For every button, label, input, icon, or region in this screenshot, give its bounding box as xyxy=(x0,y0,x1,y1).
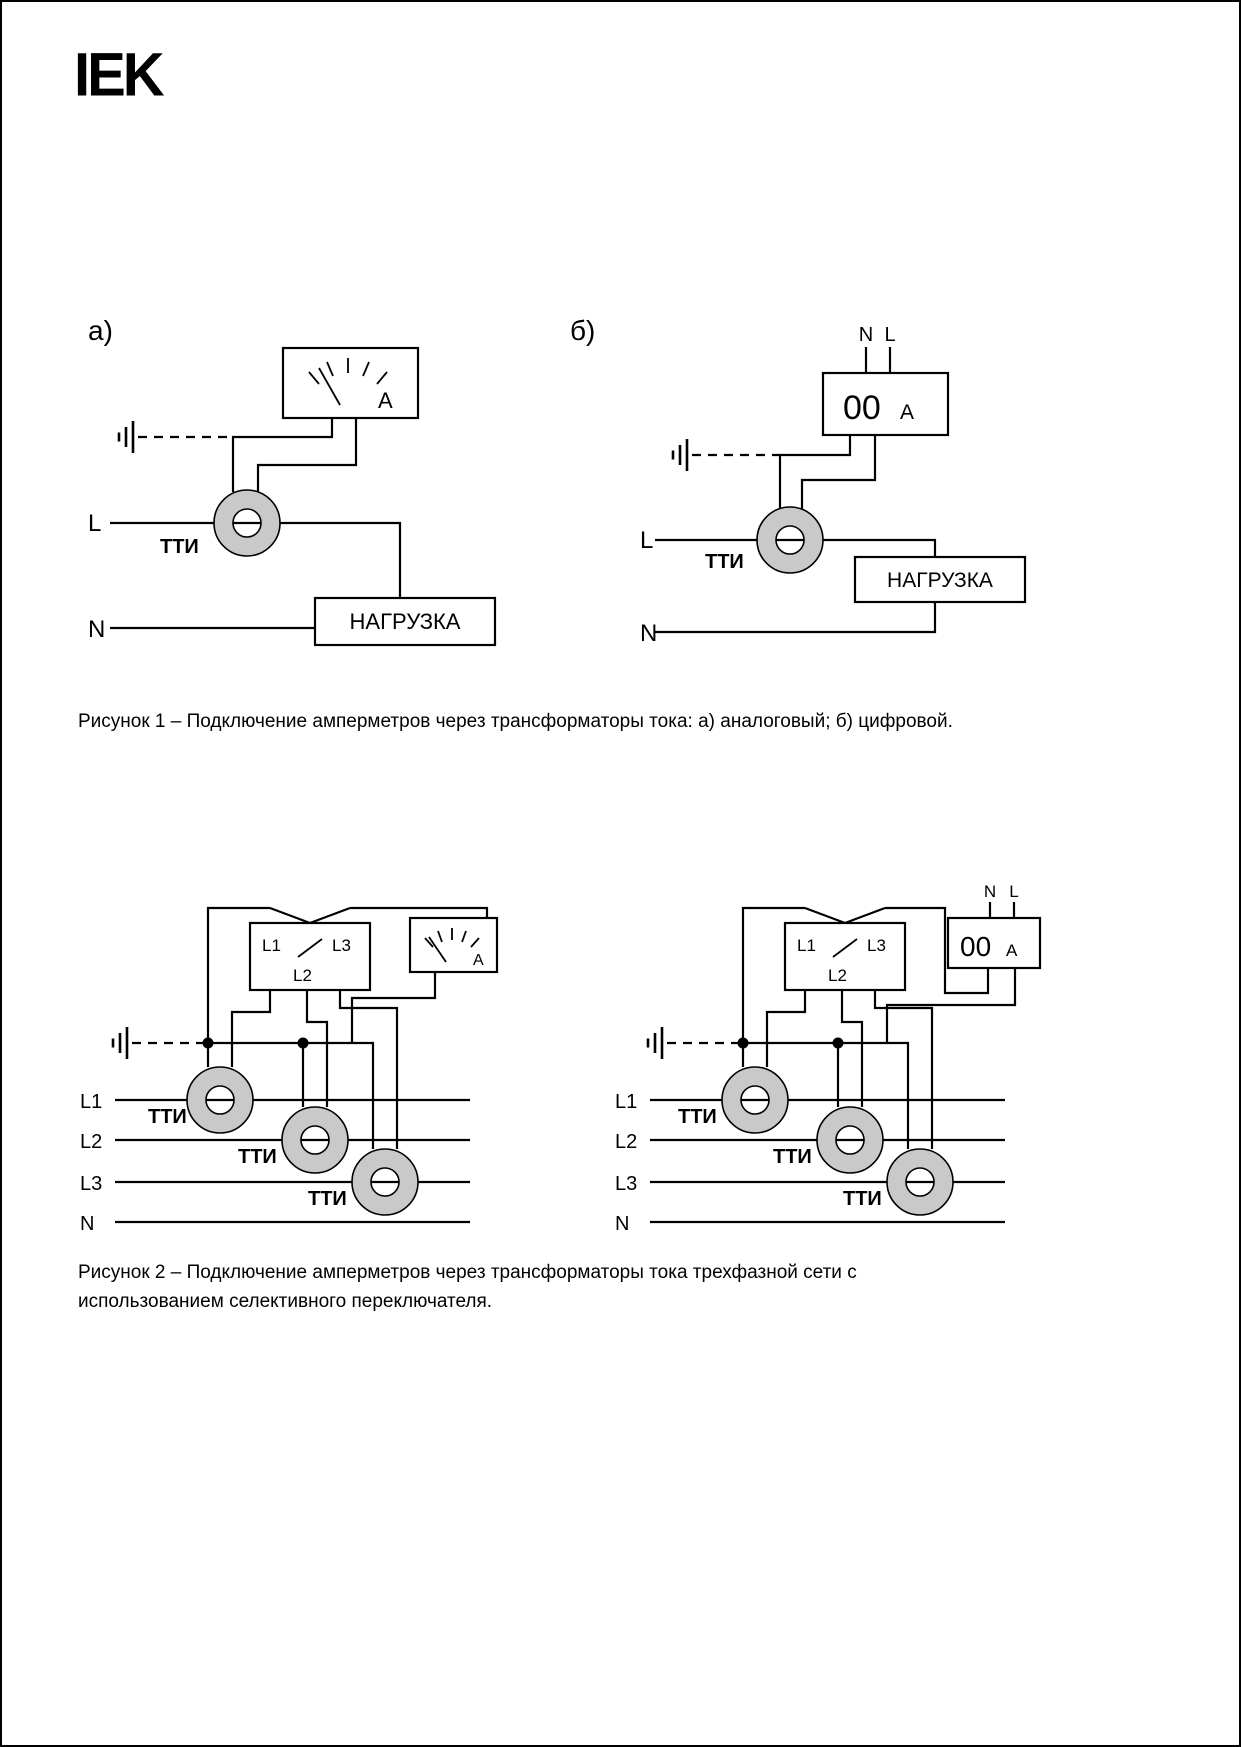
ct-label: ТТИ xyxy=(308,1188,347,1210)
digital-ammeter-box xyxy=(821,371,950,437)
supply-l-label: L xyxy=(884,324,895,346)
figure1-caption: Рисунок 1 – Подключение амперметров чере… xyxy=(78,711,953,732)
supply-n-label: N xyxy=(859,324,873,346)
figure1-label-b: б) xyxy=(570,315,595,346)
phase-l-label: L xyxy=(640,527,653,554)
digital-meter-unit: А xyxy=(900,401,914,424)
figure2-digital-diagram: L1 L3 L2 N L 00 А ТТИ ТТИ ТТИ L1 L2 L3 N xyxy=(615,882,1042,1235)
phase-l1-label: L1 xyxy=(80,1091,102,1113)
junction-dot xyxy=(737,1037,749,1049)
phase-l2-label: L2 xyxy=(80,1131,102,1153)
ground-icon xyxy=(671,437,689,473)
phase-l3-label: L3 xyxy=(80,1173,102,1195)
wire xyxy=(110,418,402,630)
junction-dot xyxy=(297,1037,309,1049)
load-label: НАГРУЗКА xyxy=(887,569,993,592)
figure1-analog-diagram: а) А ТТИ L N НАГРУЗКА xyxy=(88,315,497,647)
selector-switch-lever xyxy=(297,938,323,958)
digital-meter-unit: А xyxy=(1006,941,1018,960)
ammeter-scale-ticks xyxy=(424,928,480,948)
ammeter-needle xyxy=(318,367,341,406)
wire xyxy=(655,347,937,634)
ground-icon xyxy=(117,419,135,455)
figure2-analog-diagram: L1 L3 L2 А ТТИ ТТИ ТТИ L1 L2 L3 N xyxy=(80,906,499,1235)
junction-dot xyxy=(202,1037,214,1049)
supply-n-label: N xyxy=(984,882,996,901)
digital-meter-value: 00 xyxy=(843,389,881,427)
analog-ammeter-box xyxy=(281,346,420,420)
selector-switch-box xyxy=(248,921,372,992)
figure1-label-a: а) xyxy=(88,315,113,346)
supply-l-label: L xyxy=(1009,882,1018,901)
figure1-digital-diagram: б) N L 00 А ТТИ L N НАГРУЗКА xyxy=(570,315,1027,647)
selector-l1-label: L1 xyxy=(797,936,816,955)
ammeter-unit-label: А xyxy=(378,388,393,413)
ct-label: ТТИ xyxy=(160,536,199,558)
neutral-n-label: N xyxy=(640,620,657,647)
iek-logo: IEK xyxy=(74,41,165,110)
digital-meter-value: 00 xyxy=(960,931,991,962)
selector-l1-label: L1 xyxy=(262,936,281,955)
ct-label: ТТИ xyxy=(843,1188,882,1210)
analog-ammeter-box xyxy=(408,916,499,974)
phase-l-label: L xyxy=(88,510,101,537)
load-box xyxy=(853,555,1027,604)
load-box xyxy=(313,596,497,647)
figure2-caption: Рисунок 2 – Подключение амперметров чере… xyxy=(78,1262,857,1313)
ammeter-unit-label: А xyxy=(473,952,484,969)
junction-dot xyxy=(832,1037,844,1049)
selector-switch-lever xyxy=(832,938,858,958)
ammeter-needle xyxy=(428,936,447,963)
phase-l3-label: L3 xyxy=(615,1173,637,1195)
ground-icon xyxy=(646,1025,664,1061)
digital-ammeter-box xyxy=(946,916,1042,970)
ammeter-scale-ticks xyxy=(308,358,388,385)
selector-l2-label: L2 xyxy=(828,966,847,985)
ct-label: ТТИ xyxy=(238,1146,277,1168)
selector-l3-label: L3 xyxy=(867,936,886,955)
selector-l2-label: L2 xyxy=(293,966,312,985)
ct-label: ТТИ xyxy=(678,1106,717,1128)
neutral-n-label: N xyxy=(80,1213,94,1235)
load-label: НАГРУЗКА xyxy=(350,609,461,634)
phase-l1-label: L1 xyxy=(615,1091,637,1113)
selector-switch-box xyxy=(783,921,907,992)
ct-label: ТТИ xyxy=(148,1106,187,1128)
ct-label: ТТИ xyxy=(705,551,744,573)
selector-l3-label: L3 xyxy=(332,936,351,955)
phase-l2-label: L2 xyxy=(615,1131,637,1153)
neutral-n-label: N xyxy=(615,1213,629,1235)
neutral-n-label: N xyxy=(88,616,105,643)
ct-label: ТТИ xyxy=(773,1146,812,1168)
ground-icon xyxy=(111,1025,129,1061)
